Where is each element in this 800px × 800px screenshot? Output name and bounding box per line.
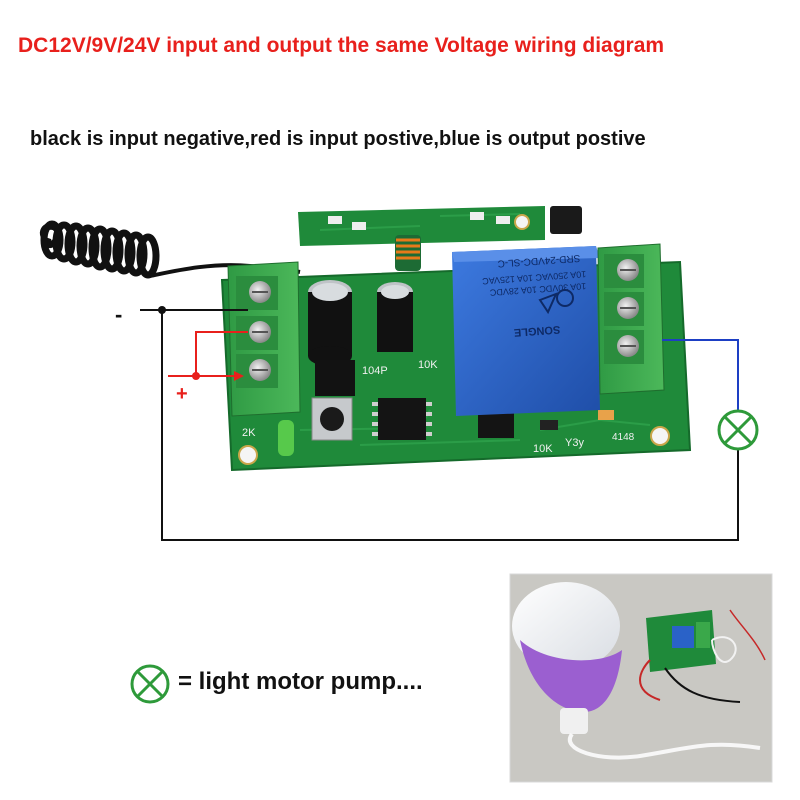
positive-label: + <box>176 383 188 405</box>
output-positive-wire <box>662 339 739 410</box>
page-title: DC12V/9V/24V input and output the same V… <box>18 34 665 57</box>
negative-label: - <box>115 302 122 327</box>
label-4148: 4148 <box>612 432 635 443</box>
wiring-note: black is input negative,red is input pos… <box>30 128 646 150</box>
relay: SRD-24VDC-SL-C 10A 250VAC 10A 125VAC 10A… <box>452 246 600 416</box>
bulb-base <box>520 640 622 712</box>
pcb-components <box>278 206 614 456</box>
lamp-symbol <box>717 409 759 451</box>
legend-lamp-icon <box>130 664 170 704</box>
bulb-globe <box>512 582 620 670</box>
positive-wire: + <box>168 331 248 405</box>
input-terminal-block <box>227 261 301 417</box>
label-2k: 2K <box>242 427 256 439</box>
legend-text: = light motor pump.... <box>178 668 423 695</box>
antenna-coil <box>39 220 301 279</box>
label-104p: 104P <box>362 365 388 377</box>
label-10k-bottom: 10K <box>533 443 553 455</box>
negative-wire: - <box>115 302 739 541</box>
pcb-silkscreen: 104P 10K 2K 10K Y3y 4148 <box>242 359 635 455</box>
relay-brand-label: SONGLE <box>513 323 560 338</box>
label-10k-top: 10K <box>418 359 438 371</box>
output-terminal-block <box>597 243 665 395</box>
label-y3y: Y3y <box>565 437 584 449</box>
example-photo <box>509 573 773 783</box>
